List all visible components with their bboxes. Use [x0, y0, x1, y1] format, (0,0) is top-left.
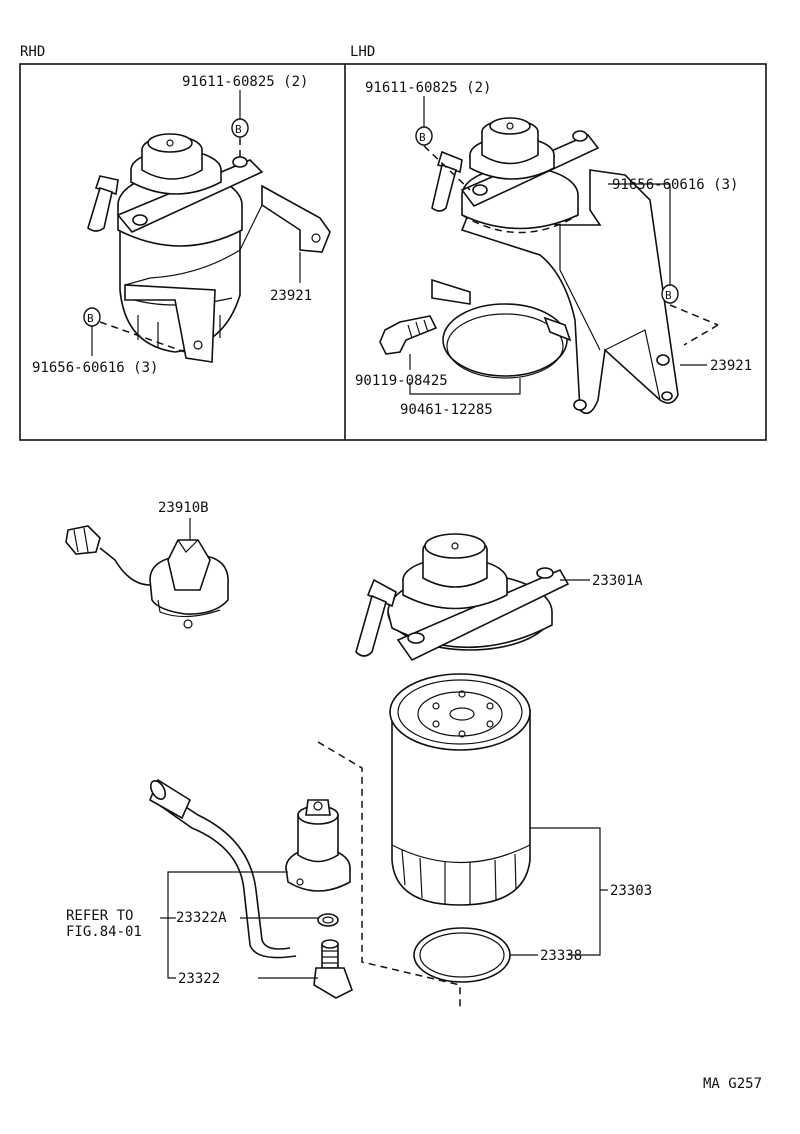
panel-frames — [19, 63, 767, 441]
fitting-label: 23322 — [178, 971, 220, 987]
lhd-bolt-right-label: 91656-60616 (3) — [612, 177, 738, 193]
filter-element-23303 — [389, 673, 531, 906]
sensor-23910b — [65, 525, 229, 629]
sensor-label: 23910B — [158, 500, 209, 516]
assembly-dashed-line — [317, 741, 461, 1010]
lhd-clamp-label: 90461-12285 — [400, 402, 493, 418]
regulator-assembly — [148, 778, 353, 999]
refer-line2: FIG.84-01 — [66, 924, 142, 940]
rhd-filter-assembly — [87, 133, 331, 363]
lhd-bolt-label: 90119-08425 — [355, 373, 448, 389]
lhd-bolt-right-icon: B — [661, 284, 679, 304]
o-ring-23338 — [413, 927, 511, 983]
filter-element-label: 23303 — [610, 883, 652, 899]
svg-text:B: B — [419, 131, 426, 144]
lhd-label: LHD — [350, 44, 375, 60]
rhd-bolt-top-label: 91611-60825 (2) — [182, 74, 308, 90]
rhd-label: RHD — [20, 44, 45, 60]
refer-line1: REFER TO — [66, 908, 133, 924]
rhd-bolt-bottom-label: 91656-60616 (3) — [32, 360, 158, 376]
o-ring-label: 23338 — [540, 948, 582, 964]
filter-head-23301a — [355, 533, 570, 662]
lhd-filter-assembly — [379, 117, 719, 415]
rhd-bracket-label: 23921 — [270, 288, 312, 304]
filter-head-label: 23301A — [592, 573, 643, 589]
rhd-bolt-top-icon: B — [231, 118, 249, 138]
lhd-bolt-top-icon: B — [415, 126, 433, 146]
lhd-clamp-leader — [409, 378, 521, 395]
filter-element-leader — [530, 827, 601, 956]
lhd-bracket-label: 23921 — [710, 358, 752, 374]
svg-text:B: B — [235, 123, 242, 136]
lhd-bolt-top-label: 91611-60825 (2) — [365, 80, 491, 96]
figure-code: MA G257 — [703, 1076, 762, 1092]
rhd-bolt-bottom-icon: B — [83, 307, 101, 327]
gasket-label: 23322A — [176, 910, 227, 926]
lhd-bolt-right-leader — [608, 183, 671, 285]
fitting-bracket-leader — [167, 871, 288, 979]
svg-text:B: B — [665, 289, 672, 302]
svg-text:B: B — [87, 312, 94, 325]
